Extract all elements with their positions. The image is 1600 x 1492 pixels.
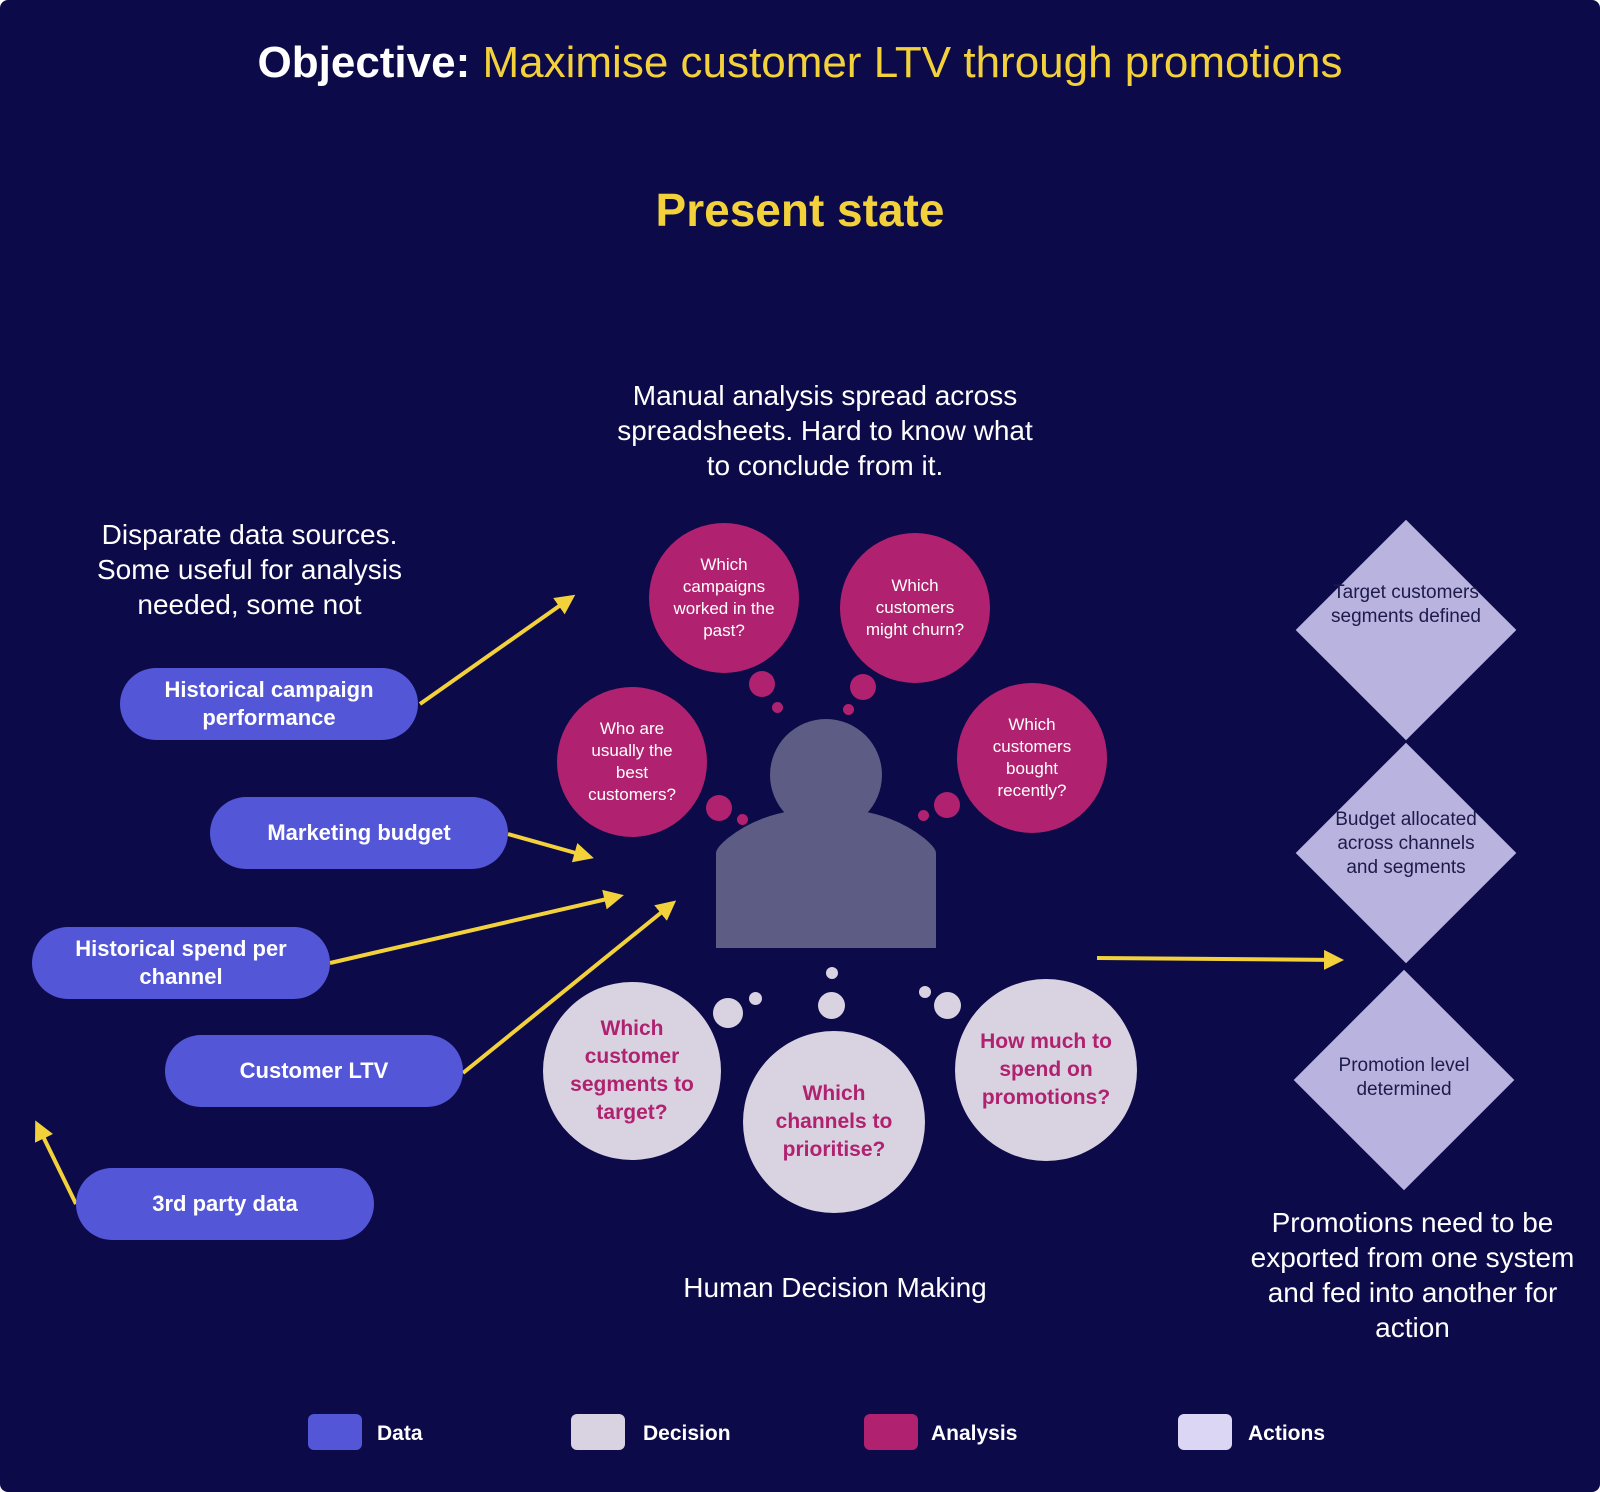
promotions-export-note: Promotions need to be exported from one … bbox=[1250, 1207, 1575, 1343]
action-budget-allocated: Budget allocated across channels and seg… bbox=[1335, 809, 1477, 878]
data-marketing-budget: Marketing budget bbox=[210, 797, 508, 869]
decision-channels-to-prioritise: Which channels to prioritise? bbox=[743, 1031, 925, 1213]
arrow-ltv-to-analysis bbox=[461, 900, 677, 1075]
action-target-segments-defined: Target customers segments defined bbox=[1331, 582, 1481, 627]
thought-dot bbox=[713, 998, 743, 1028]
decision-channels-to-prioritise-text: Which channels to prioritise? bbox=[775, 1082, 893, 1161]
thought-dot bbox=[706, 795, 732, 821]
decision-segments-to-target: Which customer segments to target? bbox=[543, 982, 721, 1160]
arrow-spend-to-analysis bbox=[329, 889, 624, 965]
present-state-heading: Present state bbox=[655, 184, 945, 236]
legend-label-actions: Actions bbox=[1248, 1422, 1326, 1445]
thought-dot bbox=[826, 967, 838, 979]
human-decision-note: Human Decision Making bbox=[683, 1272, 987, 1303]
data-3rd-party: 3rd party data bbox=[76, 1168, 374, 1240]
analysis-bought-recently: Which customers bought recently? bbox=[957, 683, 1107, 833]
thought-dot bbox=[919, 986, 931, 998]
thought-dot bbox=[918, 810, 929, 821]
analysis-customers-churn: Which customers might churn? bbox=[840, 533, 990, 683]
thought-dot bbox=[737, 814, 748, 825]
objective-text: Maximise customer LTV through promotions bbox=[482, 38, 1343, 87]
legend-swatch-decision bbox=[571, 1414, 625, 1450]
objective-label: Objective: bbox=[257, 38, 471, 87]
data-customer-ltv: Customer LTV bbox=[165, 1035, 463, 1107]
analysis-campaigns-worked: Which campaigns worked in the past? bbox=[649, 523, 799, 673]
decision-spend-on-promotions: How much to spend on promotions? bbox=[955, 979, 1137, 1161]
legend-label-analysis: Analysis bbox=[931, 1422, 1018, 1445]
thought-dot bbox=[843, 704, 854, 715]
thought-dot bbox=[749, 671, 775, 697]
data-historical-spend-per-channel: Historical spend per channel bbox=[32, 927, 330, 999]
analysis-bought-recently-text: Which customers bought recently? bbox=[992, 715, 1072, 800]
legend-swatch-data bbox=[308, 1414, 362, 1450]
person-icon bbox=[716, 719, 936, 948]
legend-swatch-actions bbox=[1178, 1414, 1232, 1450]
analysis-best-customers-text: Who are usually the best customers? bbox=[588, 719, 676, 804]
arrow-campaign-to-analysis bbox=[418, 594, 576, 706]
thought-dot bbox=[772, 702, 783, 713]
thought-dot bbox=[850, 674, 876, 700]
thought-dot bbox=[749, 992, 762, 1005]
thought-dot bbox=[934, 792, 960, 818]
objective-title: Objective: Maximise customer LTV through… bbox=[0, 38, 1600, 88]
thought-dot bbox=[818, 992, 845, 1019]
arrow-budget-to-analysis bbox=[507, 832, 594, 863]
thought-dot bbox=[934, 992, 961, 1019]
legend-label-decision: Decision bbox=[643, 1422, 731, 1445]
data-sources-note: Disparate data sources. Some useful for … bbox=[96, 519, 403, 620]
analysis-customers-churn-text: Which customers might churn? bbox=[865, 576, 965, 639]
analysis-campaigns-worked-text: Which campaigns worked in the past? bbox=[673, 555, 775, 640]
manual-analysis-note: Manual analysis spread across spreadshee… bbox=[617, 380, 1033, 481]
action-promotion-level-determined: Promotion level determined bbox=[1338, 1055, 1470, 1100]
decision-spend-on-promotions-text: How much to spend on promotions? bbox=[980, 1030, 1112, 1109]
legend-swatch-analysis bbox=[864, 1414, 918, 1450]
decision-segments-to-target-text: Which customer segments to target? bbox=[570, 1017, 694, 1124]
arrow-3rd-party bbox=[35, 1120, 78, 1205]
arrow-to-actions bbox=[1096, 949, 1344, 970]
analysis-best-customers: Who are usually the best customers? bbox=[557, 687, 707, 837]
legend-label-data: Data bbox=[377, 1422, 423, 1445]
data-historical-campaign-performance: Historical campaign performance bbox=[120, 668, 418, 740]
